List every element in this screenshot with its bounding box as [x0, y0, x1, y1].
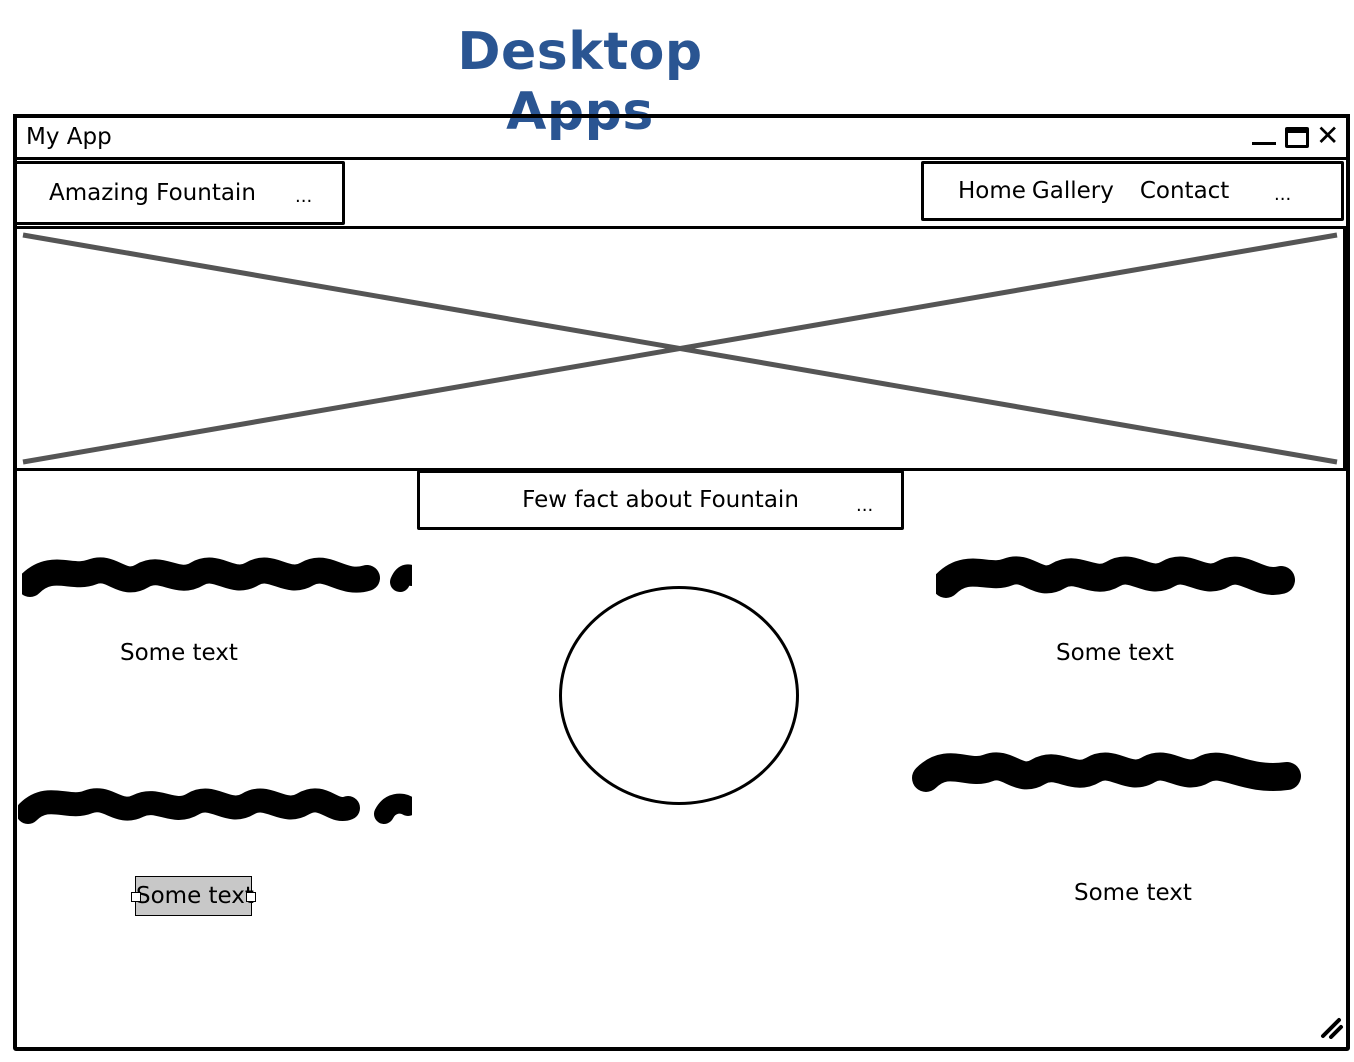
fact-label-top-left: Some text [120, 640, 238, 666]
brand-tab[interactable]: Amazing Fountain ... [14, 161, 345, 225]
scribble-text-top-left [22, 557, 412, 597]
fact-label-top-right: Some text [1056, 640, 1174, 666]
resize-handle-left[interactable] [131, 892, 141, 902]
fact-label-bottom-left: Some text [136, 883, 254, 909]
nav-bar: Home Gallery Contact ... [921, 161, 1344, 221]
scribble-text-bottom-left [18, 788, 412, 824]
resize-handle-right[interactable] [246, 892, 256, 902]
scribble-text-bottom-right [912, 752, 1301, 792]
window-title: My App [26, 124, 112, 150]
close-icon[interactable]: ✕ [1316, 119, 1340, 152]
image-placeholder-icon [22, 232, 1338, 465]
nav-link-gallery[interactable]: Gallery [1031, 178, 1114, 204]
nav-link-home[interactable]: Home [958, 178, 1026, 204]
nav-link-contact[interactable]: Contact [1139, 178, 1230, 204]
brand-more-icon[interactable]: ... [295, 186, 313, 207]
resize-grip-icon[interactable] [1320, 1017, 1344, 1039]
minimize-icon[interactable] [1252, 142, 1276, 145]
scribble-text-top-right [936, 556, 1295, 598]
facts-more-icon[interactable]: ... [856, 495, 874, 516]
facts-heading-tab[interactable]: Few fact about Fountain ... [417, 470, 904, 530]
hero-image [14, 226, 1346, 471]
maximize-icon[interactable] [1285, 127, 1309, 148]
fact-label-bottom-right: Some text [1074, 880, 1192, 906]
window-titlebar[interactable] [13, 114, 1350, 160]
page-title: Desktop Apps [457, 22, 703, 142]
fountain-circle [559, 586, 799, 805]
nav-more-icon[interactable]: ... [1274, 184, 1292, 205]
brand-label: Amazing Fountain [49, 180, 256, 206]
fact-label-bottom-left-selected[interactable]: Some text [131, 876, 256, 916]
facts-heading: Few fact about Fountain [522, 487, 799, 513]
